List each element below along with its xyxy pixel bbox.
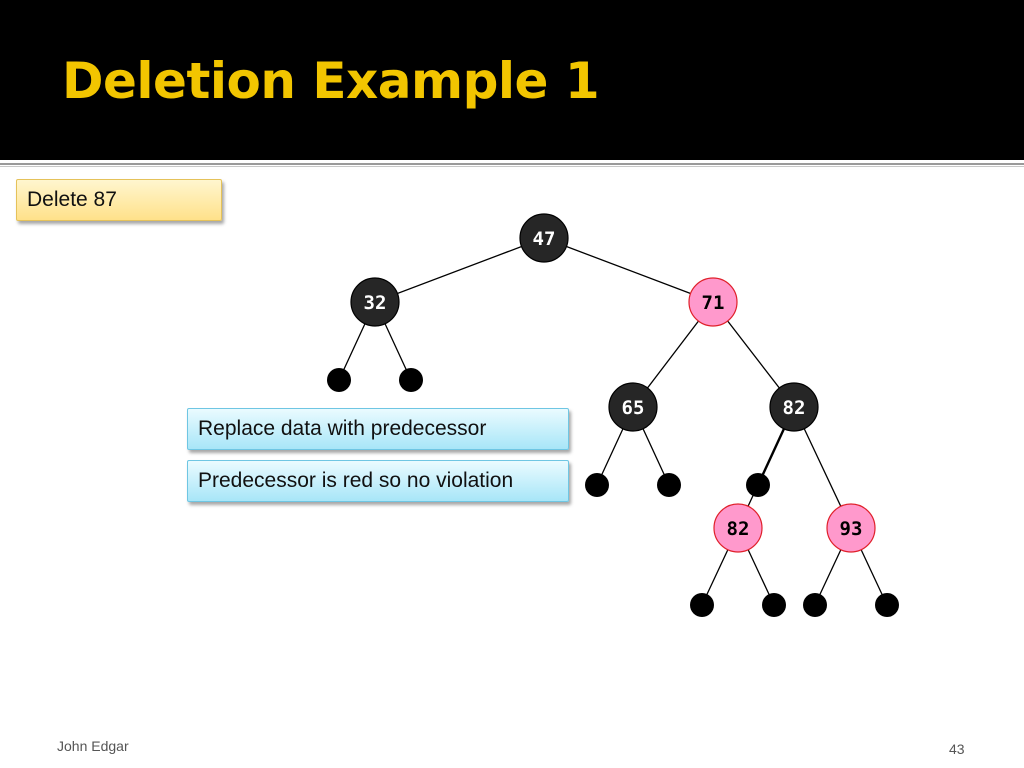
tree-node-93-red: 93 — [826, 503, 876, 553]
null-leaf — [327, 368, 351, 392]
tree-node-circle — [688, 277, 738, 327]
step-callout-replace: Replace data with predecessor — [187, 408, 569, 450]
null-leaf — [690, 593, 714, 617]
tree-node-47-black: 47 — [519, 213, 569, 263]
tree-node-65-black: 65 — [608, 382, 658, 432]
title-divider — [0, 163, 1024, 165]
null-leaf — [657, 473, 681, 497]
footer-author: John Edgar — [57, 738, 129, 754]
null-leaf — [875, 593, 899, 617]
tree-node-label: 32 — [364, 292, 387, 314]
tree-node-71-red: 71 — [688, 277, 738, 327]
tree-node-label: 82 — [727, 518, 750, 540]
null-leaf — [803, 593, 827, 617]
null-leaf — [585, 473, 609, 497]
tree-node-circle — [769, 382, 819, 432]
tree-node-label: 47 — [533, 228, 556, 250]
tree-node-label: 65 — [622, 397, 645, 419]
null-leaf — [746, 473, 770, 497]
tree-node-label: 71 — [702, 292, 725, 314]
tree-edge — [374, 237, 545, 303]
title-divider-secondary — [0, 166, 1024, 167]
tree-node-circle — [350, 277, 400, 327]
tree-node-circle — [826, 503, 876, 553]
tree-node-circle — [713, 503, 763, 553]
null-leaf — [762, 593, 786, 617]
tree-node-32-black: 32 — [350, 277, 400, 327]
null-leaf — [399, 368, 423, 392]
tree-node-circle — [519, 213, 569, 263]
page-number: 43 — [949, 741, 965, 757]
tree-node-circle — [608, 382, 658, 432]
step-callout-no-violation: Predecessor is red so no violation — [187, 460, 569, 502]
tree-node-label: 93 — [840, 518, 863, 540]
delete-callout: Delete 87 — [16, 179, 222, 221]
title-bar — [0, 0, 1024, 160]
tree-node-82-black: 82 — [769, 382, 819, 432]
tree-node-label: 82 — [783, 397, 806, 419]
tree-edge — [543, 237, 714, 303]
slide-title: Deletion Example 1 — [62, 52, 600, 110]
tree-node-82-red: 82 — [713, 503, 763, 553]
